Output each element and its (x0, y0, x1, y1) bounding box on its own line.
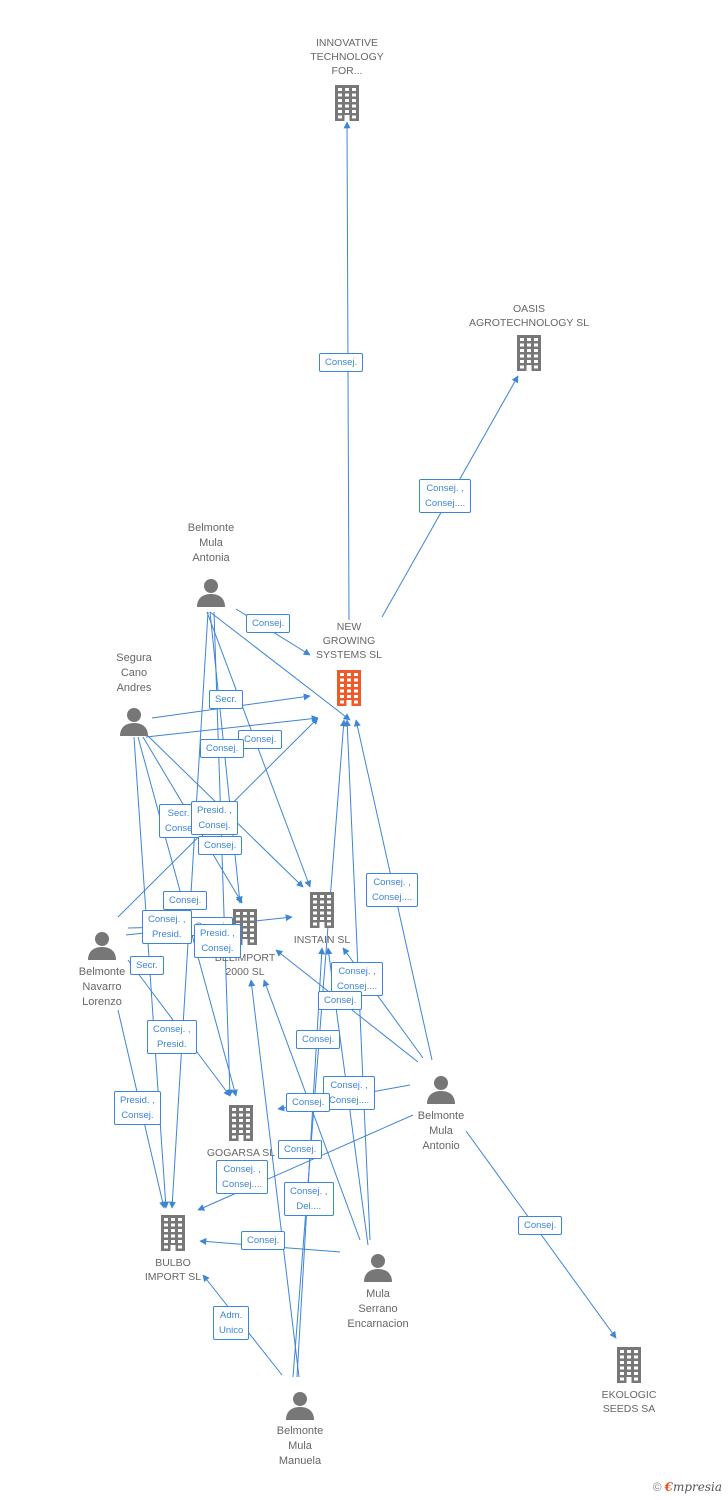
company-label-newgrowing[interactable]: NEW GROWING SYSTEMS SL (316, 621, 382, 661)
relation-label[interactable]: Consej. (319, 353, 364, 372)
copyright-symbol: © (652, 1480, 662, 1494)
company-label-bulbo[interactable]: BULBO IMPORT SL (144, 1257, 202, 1283)
relation-label[interactable]: Consej. (200, 739, 245, 758)
edge-line (248, 979, 300, 1378)
building-icon[interactable] (334, 670, 364, 711)
relation-label[interactable]: Consej. , Presid. (142, 910, 192, 944)
company-label-gogarsa[interactable]: GOGARSA SL (206, 1147, 276, 1159)
relation-label[interactable]: Consej. (246, 614, 291, 633)
relation-label[interactable]: Adm. Unico (213, 1306, 250, 1340)
building-icon[interactable] (158, 1215, 188, 1256)
relation-label[interactable]: Consej. (518, 1216, 563, 1235)
person-label-manuela[interactable]: Belmonte Mula Manuela (276, 1425, 324, 1467)
edge-line (296, 947, 326, 1378)
relation-label[interactable]: Presid. , Consej. (194, 924, 241, 958)
person-label-segura[interactable]: Segura Cano Andres (116, 652, 152, 694)
relation-label[interactable]: Consej. (286, 1093, 331, 1112)
building-icon[interactable] (307, 892, 337, 933)
person-icon[interactable] (87, 930, 117, 965)
relation-label[interactable]: Consej. , Del.... (284, 1182, 334, 1216)
relation-label[interactable]: Consej. (278, 1140, 323, 1159)
building-icon[interactable] (614, 1347, 644, 1388)
relation-label[interactable]: Presid. , Consej. (191, 801, 238, 835)
person-icon[interactable] (119, 706, 149, 741)
brand-logo: €mpresia (664, 1480, 722, 1494)
company-label-innovative[interactable]: INNOVATIVE TECHNOLOGY FOR... (310, 37, 384, 77)
relation-label[interactable]: Consej. (238, 730, 283, 749)
relation-label[interactable]: Consej. (296, 1030, 341, 1049)
relation-label[interactable]: Consej. , Presid. (147, 1020, 197, 1054)
person-icon[interactable] (285, 1390, 315, 1425)
person-label-antonio[interactable]: Belmonte Mula Antonio (417, 1110, 465, 1152)
edge-line (209, 611, 351, 721)
company-label-oasis[interactable]: OASIS AGROTECHNOLOGY SL (468, 303, 590, 329)
person-label-encarnacion[interactable]: Mula Serrano Encarnacion (347, 1288, 409, 1330)
relation-label[interactable]: Consej. (241, 1231, 286, 1250)
person-icon[interactable] (363, 1252, 393, 1287)
relation-label[interactable]: Consej. , Consej.... (366, 873, 419, 907)
person-icon[interactable] (196, 577, 226, 612)
building-icon[interactable] (514, 335, 544, 376)
company-label-instain[interactable]: INSTAIN SL (293, 934, 351, 946)
edge-line (145, 715, 319, 738)
relation-label[interactable]: Secr. (209, 690, 243, 709)
brand-watermark[interactable]: © €mpresia (653, 1480, 722, 1494)
building-icon[interactable] (332, 85, 362, 126)
company-label-ekologic[interactable]: EKOLOGIC SEEDS SA (601, 1389, 657, 1415)
person-icon[interactable] (426, 1074, 456, 1109)
person-label-antonia[interactable]: Belmonte Mula Antonia (187, 522, 235, 564)
relation-label[interactable]: Presid. , Consej. (114, 1091, 161, 1125)
relation-label[interactable]: Secr. (130, 956, 164, 975)
relation-label[interactable]: Consej. (318, 991, 363, 1010)
building-icon[interactable] (226, 1105, 256, 1146)
edge-line (206, 611, 312, 888)
relation-label[interactable]: Consej. , Consej.... (323, 1076, 376, 1110)
relation-label[interactable]: Consej. (163, 891, 208, 910)
edge-line (197, 1114, 414, 1211)
relation-label[interactable]: Consej. , Consej.... (216, 1160, 269, 1194)
relation-label[interactable]: Consej. , Consej.... (419, 479, 472, 513)
person-label-lorenzo[interactable]: Belmonte Navarro Lorenzo (78, 966, 126, 1008)
relation-label[interactable]: Consej. (198, 836, 243, 855)
